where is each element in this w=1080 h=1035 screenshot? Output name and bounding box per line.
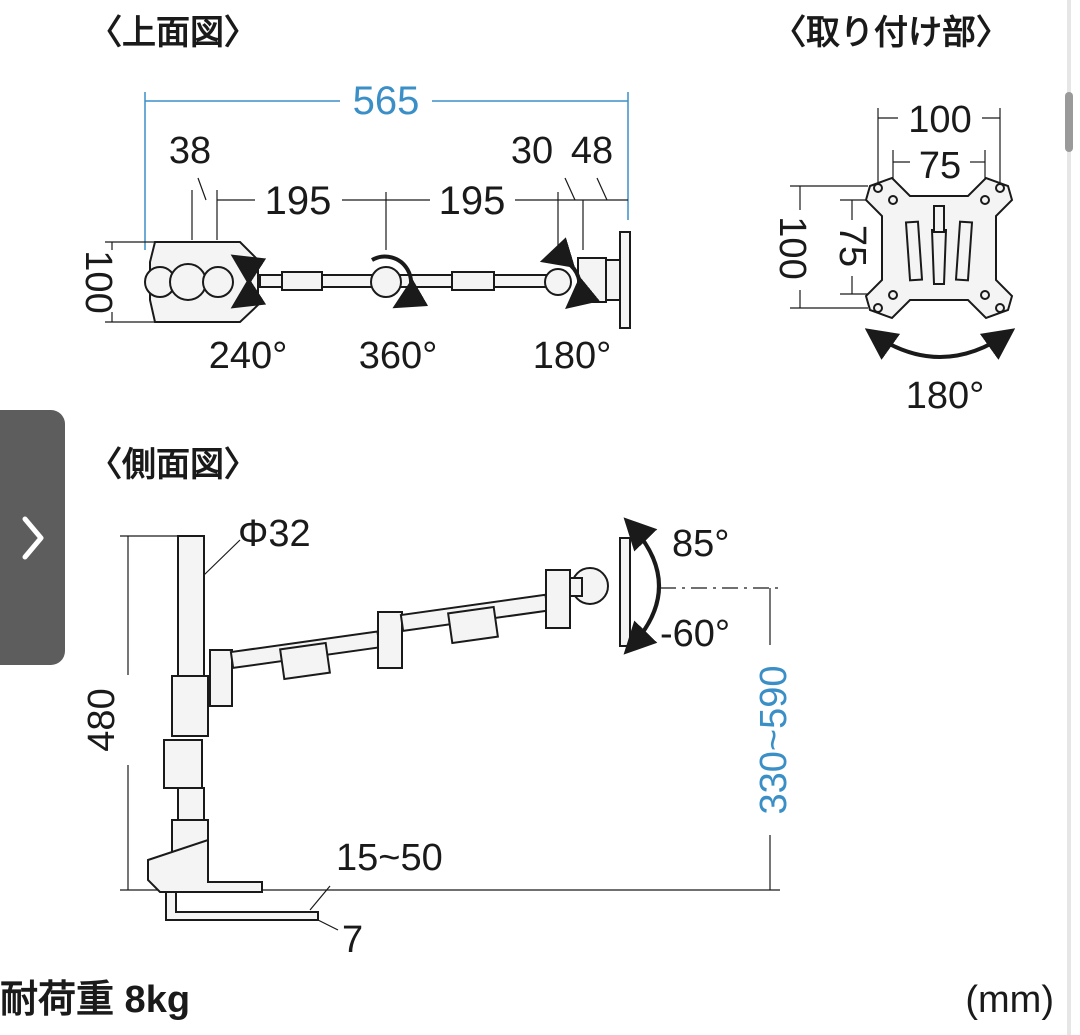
height-range-dimension bbox=[262, 587, 780, 891]
segment-dimensions bbox=[191, 177, 628, 250]
mount-hole-outer-label: 100 bbox=[908, 99, 971, 141]
overall-width-label: 565 bbox=[353, 79, 420, 123]
top-rotation-arrows bbox=[230, 237, 600, 310]
pole-diameter-leader bbox=[203, 539, 241, 576]
clamp-dimensions bbox=[309, 885, 339, 931]
scrollbar[interactable] bbox=[1062, 0, 1076, 1035]
clamp-min-label: 7 bbox=[342, 919, 363, 961]
mount-title: 〈取り付け部〉 bbox=[772, 14, 1010, 52]
rotation-240-label: 240° bbox=[209, 335, 288, 377]
mount-vert-outer-label: 100 bbox=[771, 216, 813, 279]
scroll-thumb[interactable] bbox=[1065, 92, 1073, 152]
unit-label: (mm) bbox=[965, 979, 1054, 1021]
mount-rotation-label: 180° bbox=[906, 375, 985, 417]
height-range-label: 330~590 bbox=[753, 666, 795, 815]
side-arm-drawing bbox=[147, 535, 631, 921]
scroll-track bbox=[1067, 0, 1071, 1035]
mount-rotation-arrow bbox=[864, 328, 1016, 360]
clamp-range-label: 15~50 bbox=[336, 837, 443, 879]
rotation-360-label: 360° bbox=[359, 335, 438, 377]
next-panel-button[interactable] bbox=[0, 410, 65, 665]
pole-height-label: 480 bbox=[81, 688, 123, 751]
chevron-right-icon bbox=[22, 516, 43, 559]
tilt-arrow bbox=[623, 517, 661, 655]
dim-195-b-label: 195 bbox=[439, 179, 506, 223]
top-height-label: 100 bbox=[77, 250, 119, 313]
tilt-down-label: -60° bbox=[660, 613, 730, 655]
pole-diameter-label: Φ32 bbox=[238, 513, 311, 555]
mount-hole-inner-label: 75 bbox=[919, 145, 961, 187]
load-capacity-label: 耐荷重 8kg bbox=[0, 979, 190, 1021]
overall-width-dimension bbox=[144, 92, 629, 250]
mount-plate bbox=[864, 176, 1014, 320]
pole-height-dimension bbox=[120, 535, 180, 891]
top-view-title: 〈上面図〉 bbox=[88, 14, 258, 52]
dim-38-label: 38 bbox=[169, 130, 211, 172]
tilt-up-label: 85° bbox=[672, 523, 729, 565]
mount-vert-inner-label: 75 bbox=[831, 225, 873, 267]
top-height-dimension bbox=[105, 241, 158, 323]
top-arm-drawing bbox=[144, 231, 631, 329]
rotation-180-label: 180° bbox=[533, 335, 612, 377]
side-view-title: 〈側面図〉 bbox=[88, 446, 258, 484]
dim-195-a-label: 195 bbox=[265, 179, 332, 223]
dim-48-label: 48 bbox=[571, 130, 613, 172]
dim-30-label: 30 bbox=[511, 130, 553, 172]
